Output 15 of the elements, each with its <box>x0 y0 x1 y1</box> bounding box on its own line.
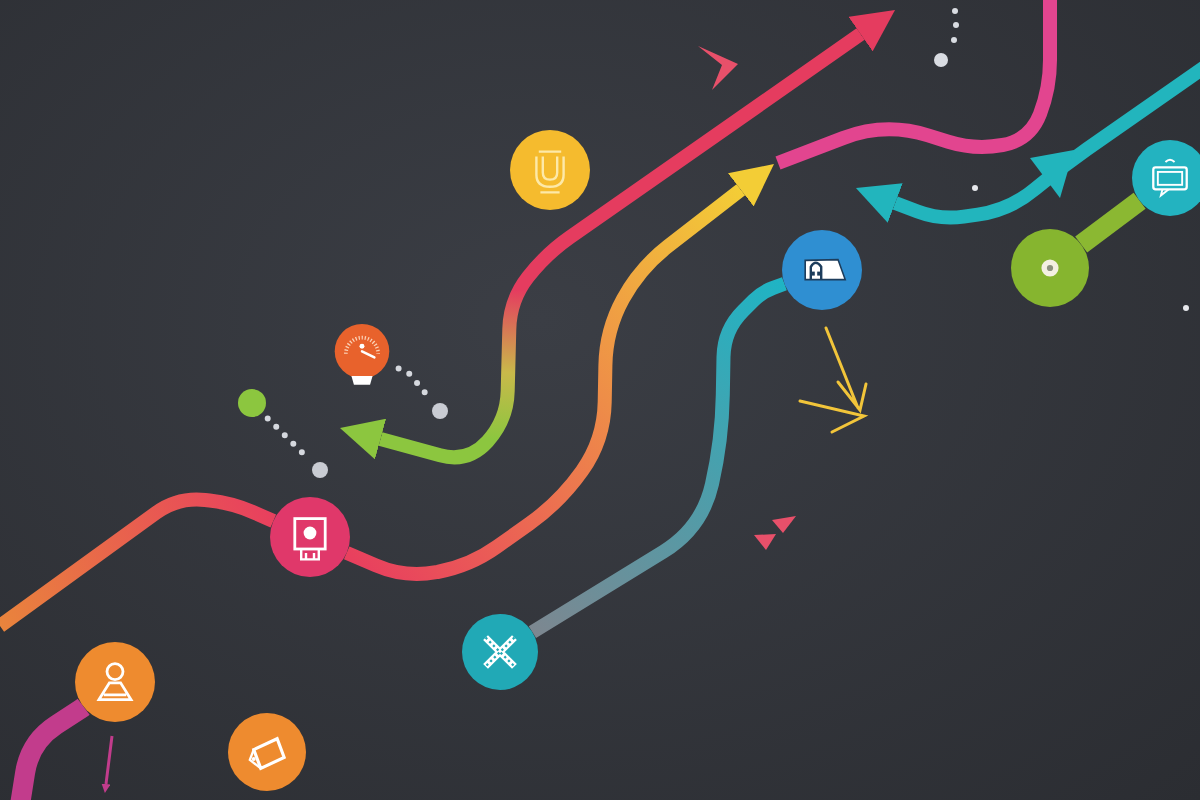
arrow <box>343 164 774 581</box>
monitor-icon <box>1132 140 1200 216</box>
crossed-pencils-icon <box>462 614 538 690</box>
tag-icon <box>228 713 306 791</box>
frame-icon <box>270 497 350 577</box>
connector-line <box>0 492 277 632</box>
dot-icon <box>312 462 328 478</box>
connector-line <box>1075 192 1146 253</box>
card-icon <box>782 230 862 310</box>
dot-icon <box>432 403 448 419</box>
person-icon <box>75 642 155 722</box>
dot-icon <box>238 389 266 417</box>
ring-icon <box>1011 229 1089 307</box>
connector-line <box>528 277 787 639</box>
cup-icon <box>510 130 590 210</box>
